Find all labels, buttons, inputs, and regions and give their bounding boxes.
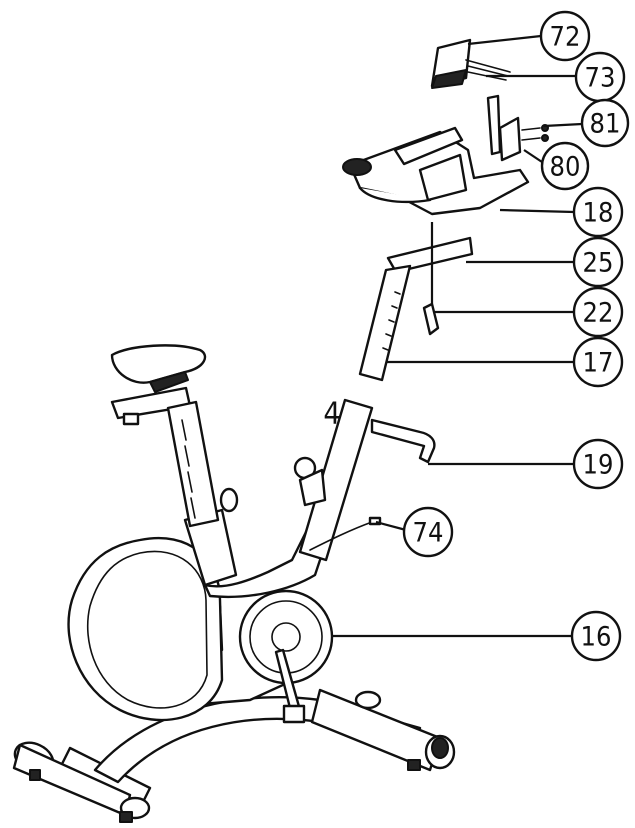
handlebar-assembly: [342, 38, 549, 382]
callout-label: 25: [583, 248, 614, 279]
callout-18: 18: [572, 186, 624, 238]
callout-circle: [572, 186, 624, 238]
callout-circle: [580, 98, 630, 148]
callout-circle: [402, 506, 454, 558]
callout-label: 74: [413, 518, 444, 549]
callout-circle: [540, 141, 590, 191]
callout-17: 17: [572, 336, 624, 388]
callout-74: 74: [402, 506, 454, 558]
callout-circle: [572, 336, 624, 388]
seat-assembly: [110, 344, 220, 528]
callout-22: 22: [572, 286, 624, 338]
callout-label: 16: [581, 622, 612, 653]
bike-frame: [12, 398, 456, 823]
callout-circle: [570, 610, 622, 662]
callout-19: 19: [572, 438, 624, 490]
callout-25: 25: [572, 236, 624, 288]
callout-circle: [572, 438, 624, 490]
callout-circle: [539, 10, 591, 62]
leader-lines: [332, 34, 583, 638]
callout-label: 80: [550, 152, 581, 183]
callout-label: 73: [585, 63, 616, 94]
callout-80: 80: [540, 141, 590, 191]
callout-73: 73: [574, 51, 626, 103]
frame-label: 4: [323, 397, 340, 432]
callout-label: 19: [583, 450, 614, 481]
callout-label: 18: [583, 198, 614, 229]
callout-circle: [572, 236, 624, 288]
callout-16: 16: [570, 610, 622, 662]
callout-72: 72: [539, 10, 591, 62]
callout-81: 81: [580, 98, 630, 148]
callout-label: 81: [590, 109, 621, 140]
callout-label: 22: [583, 298, 614, 329]
callout-label: 72: [550, 22, 581, 53]
callout-label: 17: [583, 348, 614, 379]
callout-circle: [572, 286, 624, 338]
